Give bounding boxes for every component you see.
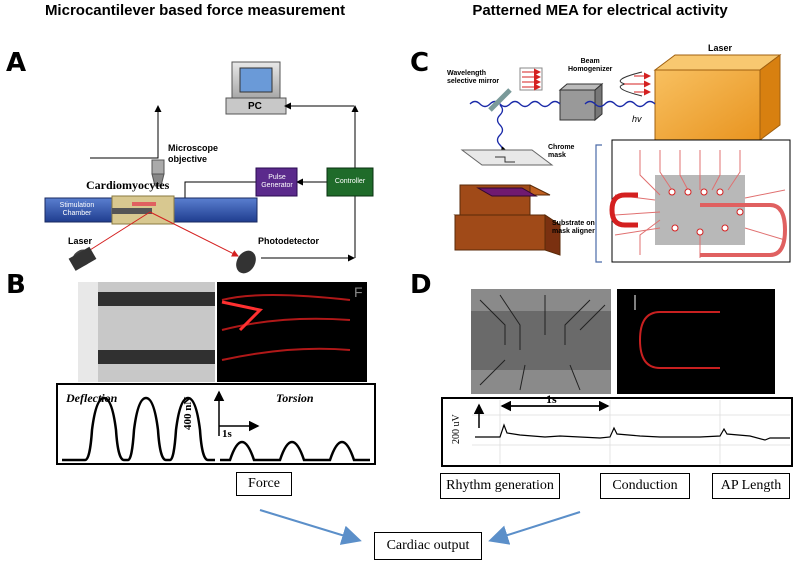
ecg-time-label: 1s (546, 392, 557, 406)
hv-label: hv (632, 114, 642, 124)
left-title: Microcantilever based force measurement (44, 2, 346, 19)
laser-icon (68, 246, 97, 271)
time-scale-label: 1s (222, 428, 232, 440)
beam-homogenizer-label: Beam Homogenizer (568, 58, 613, 73)
laser-label: Laser (68, 236, 93, 246)
panel-label-c: C (410, 48, 430, 78)
stimulation-chamber-label: Stimulation Chamber (59, 202, 95, 217)
image-letter-label: F (354, 284, 363, 300)
chrome-mask-label: Chrome mask (548, 144, 575, 159)
cardiac-output-box: Cardiac output (374, 532, 482, 560)
torsion-label: Torsion (276, 391, 314, 405)
panel-label-d: D (410, 270, 432, 300)
pulse-generator-label: Pulse Generator (261, 174, 293, 189)
controller-label: Controller (334, 178, 366, 185)
torsion-trace (220, 440, 370, 462)
microscope-objective-icon (151, 159, 165, 187)
pc-monitor-icon (225, 61, 287, 115)
rhythm-generation-box: Rhythm generation (440, 473, 560, 499)
force-box: Force (236, 472, 292, 496)
microscope-label: Microscope objective (168, 143, 219, 164)
gaussian-beam-icon (619, 71, 651, 97)
panel-label-a: A (6, 48, 27, 78)
wavelength-mirror-label: Wavelength selective mirror (447, 70, 500, 85)
panel-label-b: B (6, 270, 26, 300)
pc-label: PC (248, 101, 262, 112)
photodetector-label: Photodetector (258, 236, 320, 246)
cardiomyocytes-label: Cardiomyocytes (86, 178, 170, 192)
substrate-label: Substrate on mask aligner (552, 220, 595, 235)
collimated-beam-icon (519, 67, 543, 91)
ecg-voltage-label: 200 uV (451, 414, 462, 444)
right-title: Patterned MEA for electrical activity (472, 2, 728, 19)
photodetector-icon (236, 250, 256, 274)
conduction-box: Conduction (600, 473, 690, 499)
deflection-label: Deflection (66, 391, 118, 405)
ecg-trace (475, 423, 790, 441)
force-scale-label: 400 nN (182, 396, 194, 430)
deflection-trace (62, 396, 215, 462)
ap-length-box: AP Length (712, 473, 790, 499)
laser-box-label: Laser (708, 43, 733, 53)
